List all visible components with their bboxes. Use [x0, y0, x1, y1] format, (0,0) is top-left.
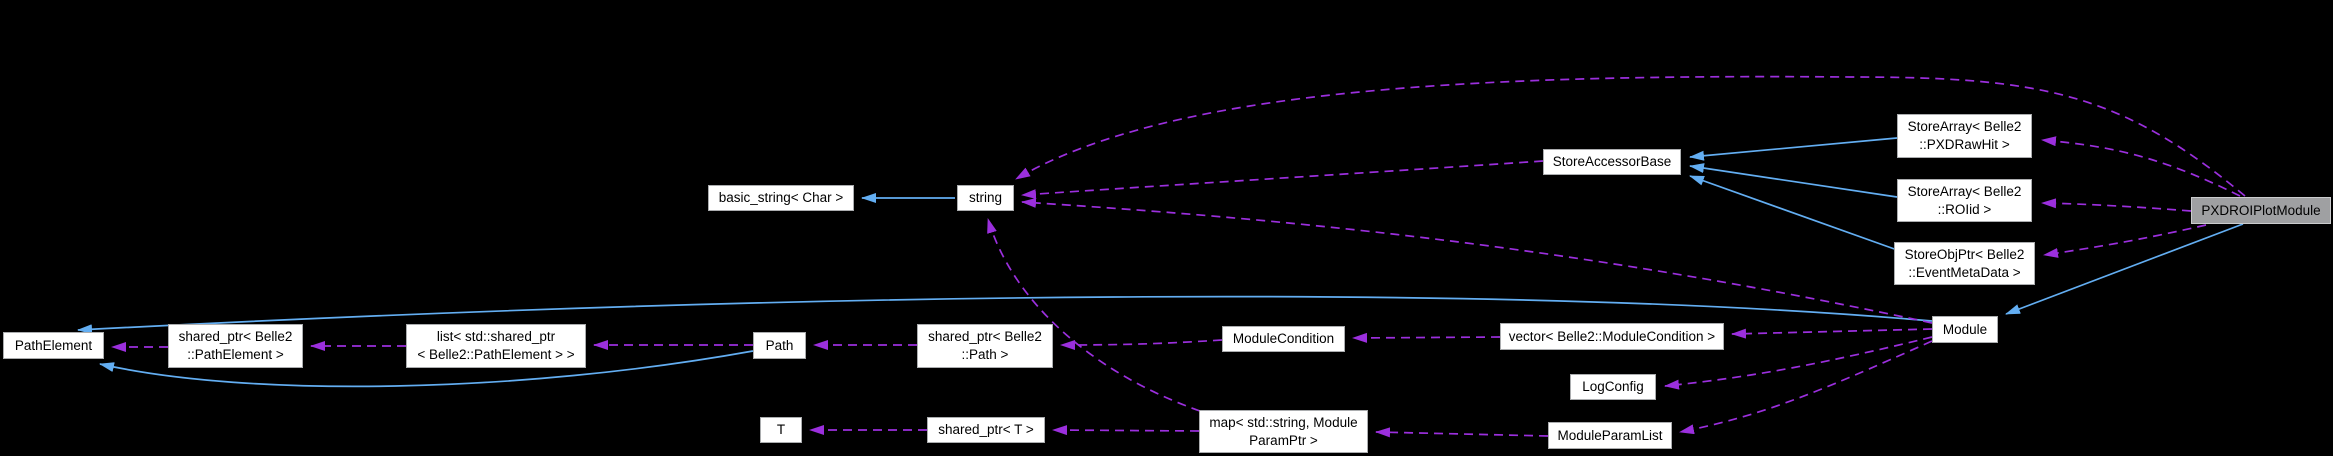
edge-module-to-log-config	[1664, 336, 1933, 390]
node-label-line: StoreObjPtr< Belle2	[1904, 246, 2025, 262]
node-label-line: map< std::string, Module	[1209, 414, 1358, 430]
node-label-line: StoreArray< Belle2	[1907, 183, 2022, 199]
edge-map-std-string-moduleparamptr-to-shared-ptr-t	[1052, 425, 1200, 436]
edge-module-to-string	[1021, 197, 1933, 324]
node-store-array-roiid[interactable]: StoreArray< Belle2::ROIid >	[1897, 179, 2032, 222]
node-label-line: basic_string< Char >	[718, 190, 844, 206]
node-label-line: PXDROIPlotModule	[2201, 202, 2321, 218]
node-path-element[interactable]: PathElement	[3, 332, 104, 359]
node-path[interactable]: Path	[753, 332, 806, 359]
node-store-array-pxdrawhit[interactable]: StoreArray< Belle2::PXDRawHit >	[1897, 114, 2032, 158]
node-module[interactable]: Module	[1932, 316, 1998, 343]
node-label-line: ::ROIid >	[1937, 201, 1992, 217]
node-label-line: ModuleCondition	[1232, 331, 1335, 347]
node-label-line: ::PXDRawHit >	[1919, 137, 2010, 152]
node-module-condition[interactable]: ModuleCondition	[1222, 326, 1345, 352]
edge-module-condition-to-shared-ptr-belle2-path	[1060, 339, 1223, 350]
node-label-line: string	[968, 190, 1002, 206]
node-label-line: StoreAccessorBase	[1552, 154, 1672, 170]
edge-store-array-roiid-to-store-accessor-base	[1689, 163, 1898, 198]
node-label-line: PathElement	[14, 337, 93, 353]
node-log-config[interactable]: LogConfig	[1570, 374, 1656, 400]
node-shared-ptr-belle2-path[interactable]: shared_ptr< Belle2::Path >	[917, 324, 1053, 368]
node-label-line: Module	[1942, 321, 1988, 337]
edge-store-array-pxdrawhit-to-store-accessor-base	[1689, 137, 1898, 161]
node-label-line: StoreArray< Belle2	[1907, 119, 2022, 135]
node-t[interactable]: T	[760, 417, 802, 443]
edge-module-to-path-element	[77, 295, 1933, 335]
node-pxd-roi-plot-module[interactable]: PXDROIPlotModule	[2191, 197, 2331, 224]
edge-pxd-roi-plot-module-to-store-array-pxdrawhit	[2041, 136, 2241, 197]
node-label-line: LogConfig	[1582, 379, 1644, 395]
node-label-line: vector< Belle2::ModuleCondition >	[1508, 328, 1716, 344]
edge-store-obj-ptr-event-meta-data-to-store-accessor-base	[1689, 175, 1901, 252]
node-list-shared-ptr-path-element[interactable]: list< std::shared_ptr< Belle2::PathEleme…	[406, 324, 586, 368]
edge-module-param-list-to-map-std-string-moduleparamptr	[1375, 427, 1549, 438]
node-label-line: ::EventMetaData >	[1908, 264, 2021, 280]
edge-pxd-roi-plot-module-to-store-obj-ptr-event-meta-data	[2043, 224, 2207, 258]
node-module-param-list[interactable]: ModuleParamList	[1548, 422, 1672, 449]
edge-vector-belle2-module-condition-to-module-condition	[1352, 332, 1501, 343]
edge-pxd-roi-plot-module-to-module	[2005, 223, 2244, 315]
edge-pxd-roi-plot-module-to-string	[1015, 75, 2246, 197]
node-label-line: shared_ptr< Belle2	[178, 329, 293, 345]
node-shared-ptr-t[interactable]: shared_ptr< T >	[927, 417, 1045, 443]
node-store-accessor-base[interactable]: StoreAccessorBase	[1543, 149, 1681, 175]
edge-module-to-vector-belle2-module-condition	[1731, 328, 1933, 339]
node-label-line: < Belle2::PathElement > >	[417, 347, 575, 362]
node-label-line: ::PathElement >	[187, 347, 284, 362]
edge-path-to-path-element	[99, 350, 754, 388]
node-label-line: ::Path >	[961, 347, 1009, 362]
node-label-line: ModuleParamList	[1557, 427, 1663, 443]
node-store-obj-ptr-event-meta-data[interactable]: StoreObjPtr< Belle2::EventMetaData >	[1894, 242, 2035, 285]
node-basic-string-char[interactable]: basic_string< Char >	[708, 185, 854, 211]
node-string[interactable]: string	[957, 185, 1014, 211]
node-vector-belle2-module-condition[interactable]: vector< Belle2::ModuleCondition >	[1500, 323, 1724, 350]
node-label-line: shared_ptr< Belle2	[928, 329, 1042, 345]
node-shared-ptr-path-element[interactable]: shared_ptr< Belle2::PathElement >	[168, 324, 303, 368]
edge-module-to-module-param-list	[1679, 340, 1933, 435]
edge-store-accessor-base-to-string	[1021, 160, 1544, 200]
edge-pxd-roi-plot-module-to-store-array-roiid	[2041, 198, 2192, 212]
edge-map-std-string-moduleparamptr-to-string	[987, 218, 1201, 412]
node-label-line: list< std::shared_ptr	[436, 329, 556, 345]
node-label-line: ParamPtr >	[1249, 432, 1318, 448]
node-label-line: T	[776, 422, 786, 438]
node-label-line: shared_ptr< T >	[938, 422, 1034, 438]
node-label-line: Path	[765, 337, 794, 353]
